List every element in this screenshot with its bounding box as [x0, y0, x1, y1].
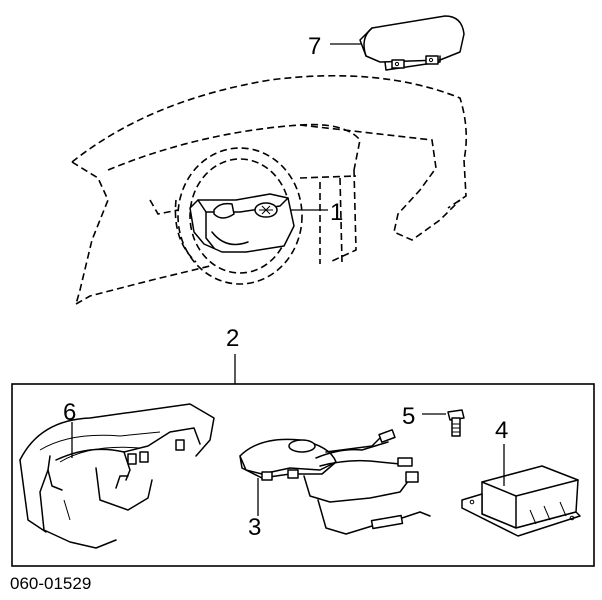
callout-5: 5: [402, 403, 415, 430]
figure-code: 060-01529: [10, 574, 91, 593]
callout-7: 7: [308, 33, 321, 60]
part-1-driver-airbag: [189, 193, 295, 253]
dashboard-outline: [71, 74, 468, 305]
components-frame: [11, 383, 595, 567]
callout-6: 6: [63, 399, 76, 426]
part-4-control-module: [461, 465, 581, 537]
part-7-passenger-airbag: [359, 15, 465, 71]
part-6-wire-harness: [19, 403, 215, 549]
callout-3: 3: [248, 514, 261, 541]
part-5-bolt: [447, 409, 465, 437]
callout-1: 1: [330, 199, 343, 226]
callout-2: 2: [226, 325, 239, 352]
part-3-clock-spring: [239, 429, 431, 535]
callout-4: 4: [495, 417, 508, 444]
